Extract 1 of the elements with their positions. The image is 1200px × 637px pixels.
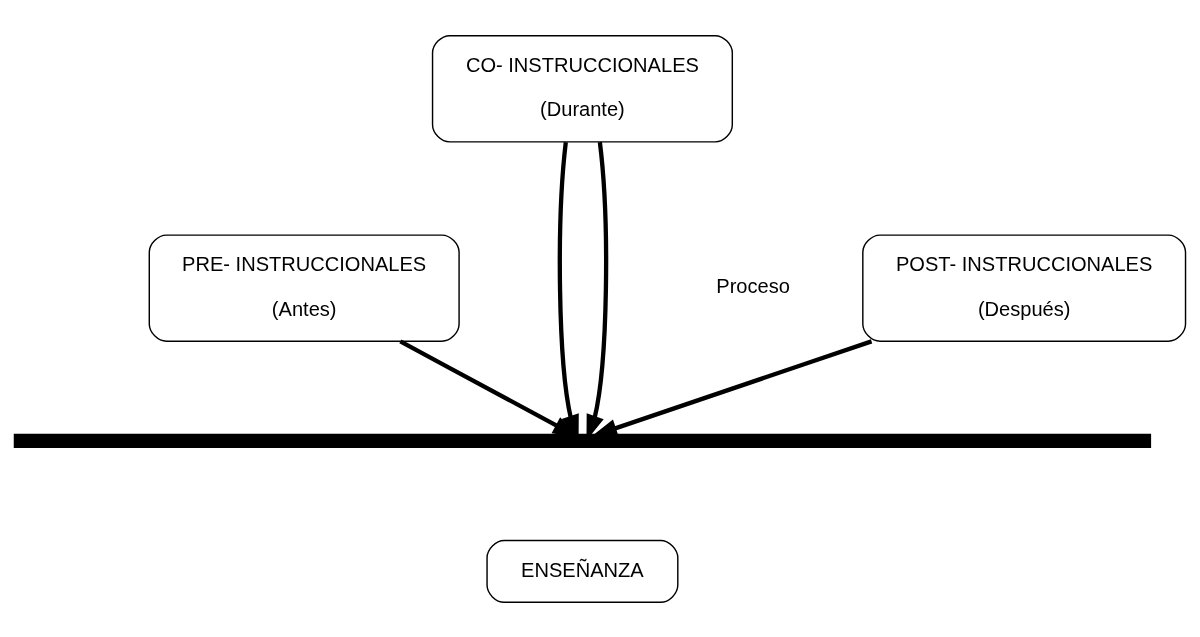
label: Proceso [716, 274, 790, 297]
